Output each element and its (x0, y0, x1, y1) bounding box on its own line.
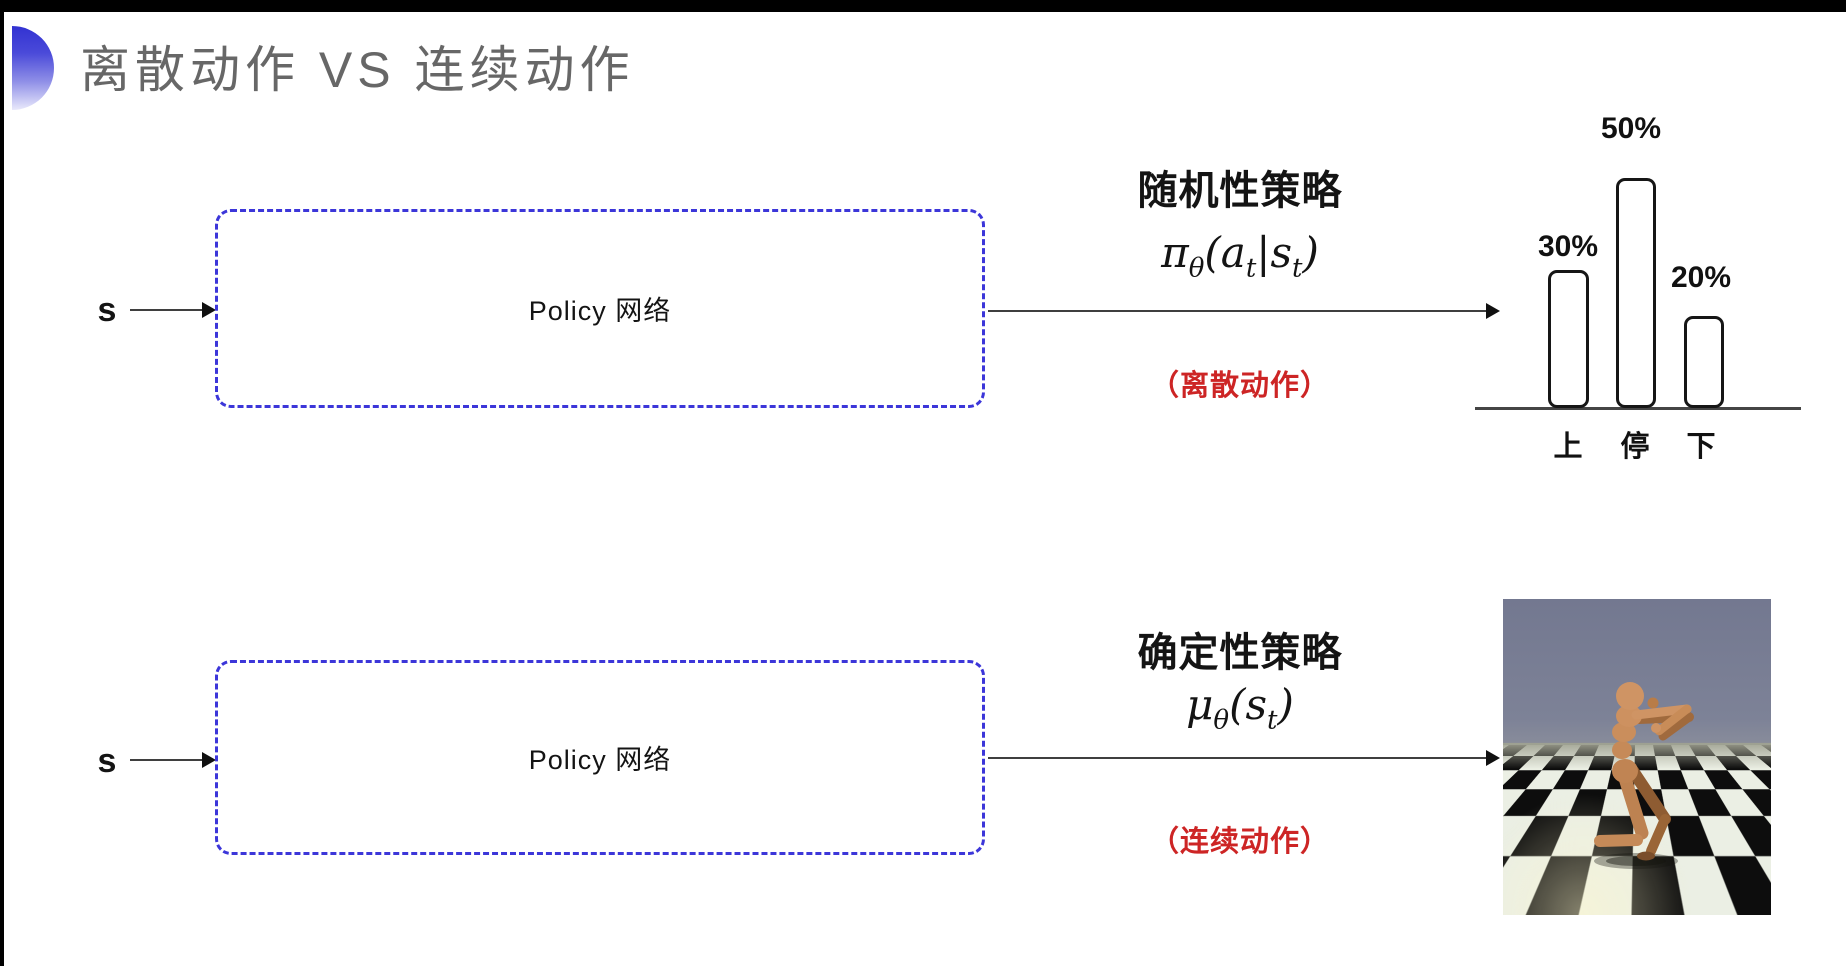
output-arrow-head-bottom (1486, 750, 1500, 766)
policy-type-label-top: 随机性策略 (1137, 169, 1343, 213)
output-arrow-head-top (1486, 303, 1500, 319)
output-arrow-line-top (988, 310, 1486, 312)
action-type-note-bottom: （连续动作） (1149, 826, 1330, 858)
policy-formula-top: πθ(at|st) (1040, 228, 1440, 283)
slide-frame-left (0, 0, 4, 966)
formula-arg-sub: t (1267, 705, 1278, 736)
formula-separator: |s (1256, 228, 1293, 277)
bar-up (1548, 270, 1589, 408)
title-bullet-icon (12, 26, 54, 110)
bar-stop (1616, 178, 1656, 408)
formula-arg-sub: t (1292, 253, 1303, 284)
state-input-label-top: s (97, 291, 117, 329)
formula-symbol: μ (1186, 680, 1214, 729)
page-title: 离散动作 VS 连续动作 (80, 42, 635, 98)
mujoco-humanoid-image (1503, 599, 1771, 915)
formula-close: ) (1277, 680, 1294, 729)
policy-formula-bottom: μθ(st) (1040, 680, 1440, 735)
formula-subscript: θ (1213, 705, 1230, 736)
formula-close: ) (1302, 228, 1319, 277)
bar-category-label: 停 (1620, 431, 1650, 463)
policy-box-label-top: Policy 网络 (528, 296, 672, 326)
formula-subscript: θ (1188, 253, 1205, 284)
input-arrow-head-bottom (202, 752, 216, 768)
floor-reflection (1503, 782, 1704, 915)
formula-arg: (a (1204, 228, 1246, 277)
bar-down (1684, 316, 1724, 408)
bar-category-label: 下 (1686, 431, 1716, 463)
input-arrow-line-bottom (130, 759, 204, 761)
policy-network-box-top: Policy 网络 (215, 209, 985, 408)
bar-value-label: 50% (1600, 112, 1662, 145)
formula-symbol: π (1161, 228, 1189, 277)
humanoid-figure (1594, 682, 1694, 869)
bar-category-label: 上 (1553, 431, 1583, 463)
policy-type-label-bottom: 确定性策略 (1137, 631, 1343, 675)
input-arrow-line-top (130, 309, 204, 311)
policy-box-label-bottom: Policy 网络 (528, 745, 672, 775)
formula-arg: (s (1229, 680, 1268, 729)
horizon-haze (1503, 743, 1771, 769)
formula-arg-sub: t (1245, 253, 1257, 284)
chart-baseline (1475, 407, 1801, 410)
bar-value-label: 20% (1670, 261, 1732, 294)
input-arrow-head-top (202, 302, 216, 318)
slide-frame-top (0, 0, 1846, 12)
policy-network-box-bottom: Policy 网络 (215, 660, 985, 855)
bar-value-label: 30% (1537, 230, 1599, 263)
output-arrow-line-bottom (988, 757, 1486, 759)
state-input-label-bottom: s (97, 742, 117, 780)
action-type-note-top: （离散动作） (1149, 370, 1330, 402)
